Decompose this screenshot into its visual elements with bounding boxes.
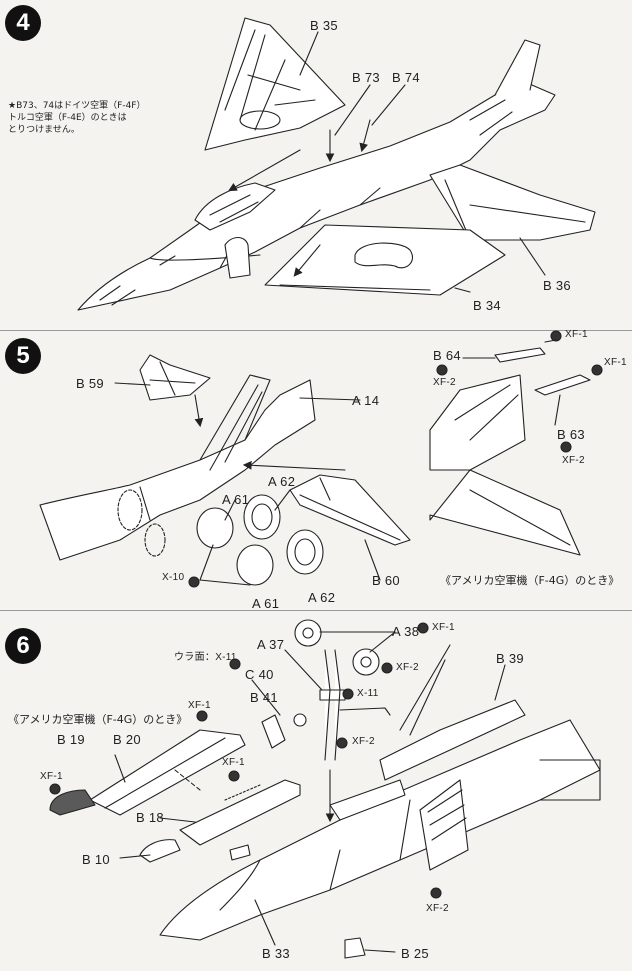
- step4-arrow: [228, 149, 301, 192]
- step4-note: ★B73、74はドイツ空軍（F-4F） トルコ空軍（F-4E）のときは とりつけ…: [8, 100, 145, 136]
- step4-arrow: [359, 119, 371, 153]
- paint-label-xf2: XF-2: [426, 903, 449, 914]
- step4-arrow: [293, 244, 321, 277]
- part-label-b63: B 63: [557, 427, 585, 442]
- xf1-paint-marker: [228, 770, 240, 782]
- x10-paint-marker: [188, 576, 200, 588]
- step4-wing-b36: [429, 164, 596, 241]
- step4-leaders: [299, 31, 546, 293]
- step6-landing-gear: [261, 619, 391, 761]
- xf2-paint-marker: [430, 887, 442, 899]
- paint-label-x11: X-11: [357, 688, 379, 699]
- step-number-6: 6: [5, 628, 41, 664]
- part-label-b19: B 19: [57, 732, 85, 747]
- part-label-b41: B 41: [250, 690, 278, 705]
- x11-paint-marker: [229, 658, 241, 670]
- part-label-a38: A 38: [392, 624, 420, 639]
- part-label-b36: B 36: [543, 278, 571, 293]
- xf2-paint-marker: [336, 737, 348, 749]
- part-label-b39: B 39: [496, 651, 524, 666]
- xf1-paint-marker: [417, 622, 429, 634]
- paint-label-xf1: XF-1: [432, 622, 455, 633]
- step4-panel-b34: [264, 224, 506, 296]
- x11-paint-marker: [342, 688, 354, 700]
- step-number-5: 5: [5, 338, 41, 374]
- step-divider: [0, 330, 632, 331]
- part-label-a37: A 37: [257, 637, 285, 652]
- step5-leaders: [462, 339, 561, 426]
- part-label-b74: B 74: [392, 70, 420, 85]
- step5-arrow: [242, 460, 346, 471]
- step6-pods: [49, 729, 366, 959]
- step-divider: [0, 610, 632, 611]
- step-number-4: 4: [5, 5, 41, 41]
- xf1-paint-marker: [49, 783, 61, 795]
- step6-f4g-caption: 《アメリカ空軍機（F-4G）のとき》: [8, 713, 188, 726]
- step5-nozzles: [196, 494, 324, 586]
- step6-leaders: [114, 631, 506, 953]
- part-label-b35: B 35: [310, 18, 338, 33]
- step4-fuselage: [77, 39, 556, 311]
- step4-wing-b35: [204, 17, 346, 151]
- part-label-b18: B 18: [136, 810, 164, 825]
- part-label-a61: A 61: [222, 492, 250, 507]
- step6-dashed-link: [174, 769, 201, 791]
- paint-label-xf1: XF-1: [565, 329, 588, 340]
- part-label-b25: B 25: [401, 946, 429, 961]
- xf2-paint-marker: [560, 441, 572, 453]
- step5-rear-fuselage: [39, 374, 316, 561]
- step5-arrow: [194, 394, 204, 428]
- step6-fuselage: [159, 644, 601, 941]
- step5-stabilizer-b60: [289, 474, 411, 546]
- xf1-paint-marker: [196, 710, 208, 722]
- step5-f4g-detail: [429, 347, 591, 556]
- part-label-b73: B 73: [352, 70, 380, 85]
- part-label-b20: B 20: [113, 732, 141, 747]
- note-line: とりつけません。: [8, 125, 80, 135]
- step5-f4g-caption: 《アメリカ空軍機（F-4G）のとき》: [440, 574, 620, 587]
- part-label-a61: A 61: [252, 596, 280, 611]
- paint-label-xf2: XF-2: [433, 377, 456, 388]
- part-label-c40: C 40: [245, 667, 274, 682]
- step5-fin-b59: [139, 354, 211, 401]
- paint-label-xf1: XF-1: [40, 771, 63, 782]
- paint-label-x10: X-10: [162, 572, 185, 583]
- part-label-b34: B 34: [473, 298, 501, 313]
- paint-label-xf1: XF-1: [604, 357, 627, 368]
- part-label-a14: A 14: [352, 393, 380, 408]
- xf2-paint-marker: [381, 662, 393, 674]
- part-label-a62: A 62: [308, 590, 336, 605]
- note-line: トルコ空軍（F-4E）のときは: [8, 113, 127, 123]
- paint-label-xf2: XF-2: [396, 662, 419, 673]
- xf1-paint-marker: [591, 364, 603, 376]
- step5-leaders: [114, 382, 381, 586]
- part-label-b60: B 60: [372, 573, 400, 588]
- part-label-b64: B 64: [433, 348, 461, 363]
- paint-label-xf2: XF-2: [562, 455, 585, 466]
- note-line: ★B73、74はドイツ空軍（F-4F）: [8, 101, 146, 111]
- paint-label-xf2: XF-2: [352, 736, 375, 747]
- paint-label-xf1: XF-1: [222, 757, 245, 768]
- paint-label-xf1: XF-1: [188, 700, 211, 711]
- part-label-b10: B 10: [82, 852, 110, 867]
- part-label-b33: B 33: [262, 946, 290, 961]
- part-label-b59: B 59: [76, 376, 104, 391]
- xf2-paint-marker: [436, 364, 448, 376]
- paint-label-x11: ウラ面：X-11: [174, 652, 237, 663]
- xf1-paint-marker: [550, 330, 562, 342]
- part-label-a62: A 62: [268, 474, 296, 489]
